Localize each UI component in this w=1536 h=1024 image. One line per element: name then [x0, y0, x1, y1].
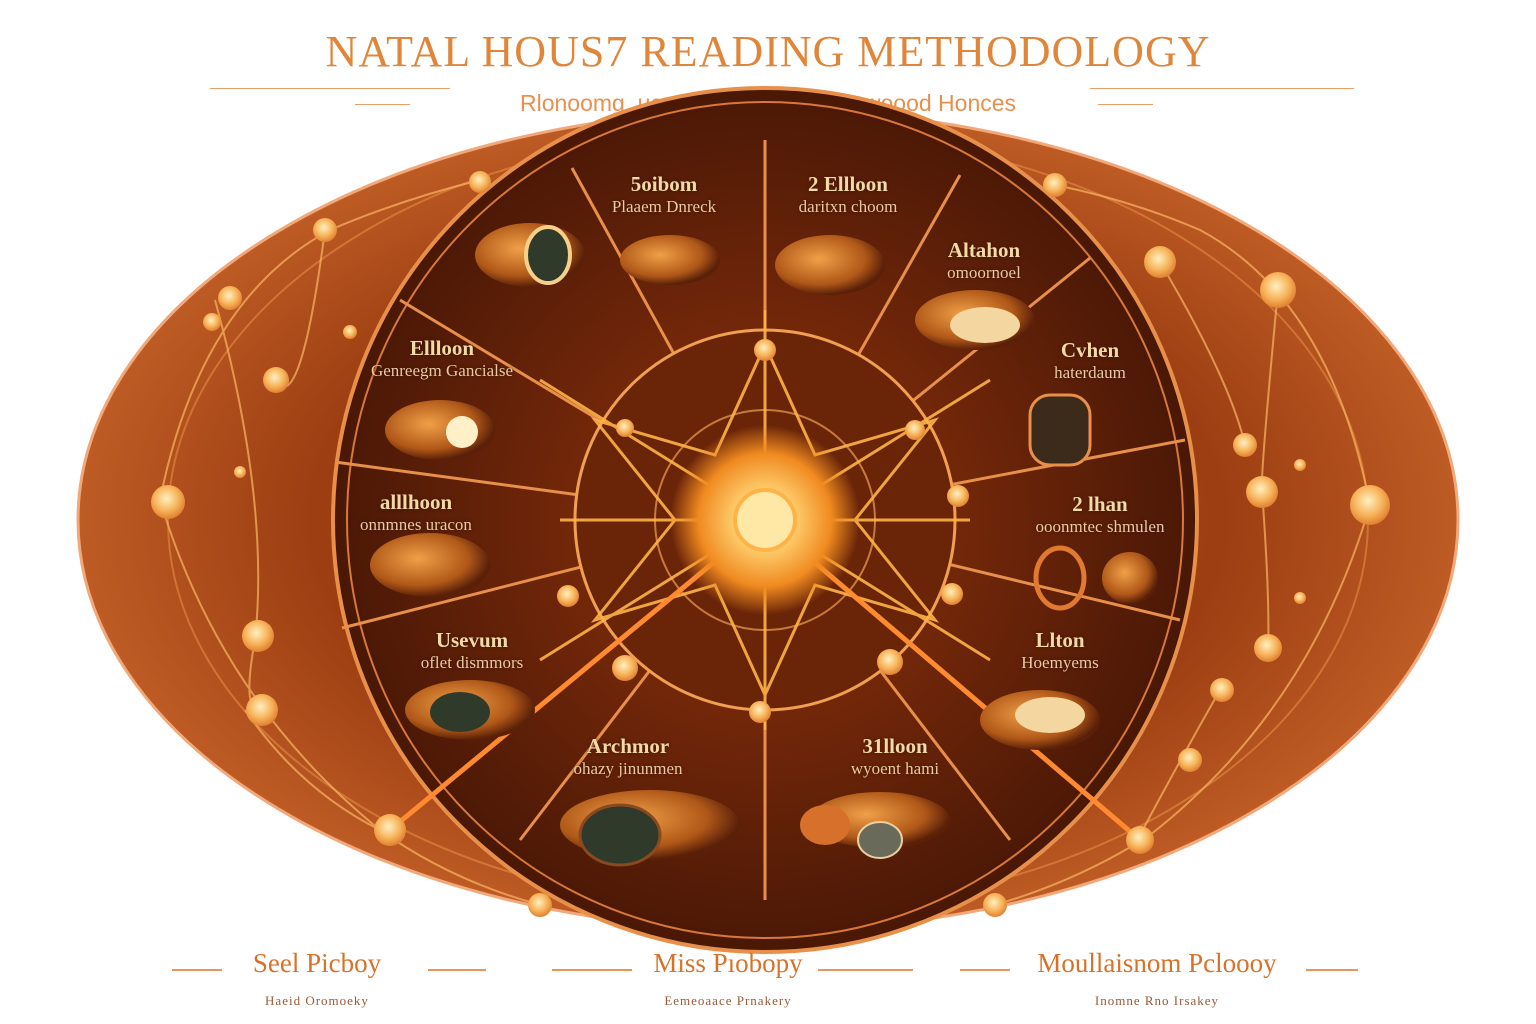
- footer-rule: [960, 969, 1010, 971]
- subtitle-rule-right: [1098, 104, 1153, 105]
- footer-item-3: Moullaisnom Pcloooy Inomne Rno Irsakey: [947, 948, 1367, 1009]
- footer-rule: [1306, 969, 1358, 971]
- house-name: 2 Ellloon: [808, 172, 888, 196]
- constellation-lines: [159, 179, 1371, 906]
- footer-title: Moullaisnom Pcloooy: [1037, 948, 1277, 978]
- footer-rule: [428, 969, 486, 971]
- house-label-5: 2 lhan ooonmtec shmulen: [1000, 492, 1200, 537]
- house-name: 5oibom: [630, 172, 698, 196]
- footer-rule: [552, 969, 632, 971]
- house-subtitle: haterdaum: [1054, 363, 1126, 382]
- footer-title: Seel Picboy: [252, 948, 382, 978]
- house-name: 2 lhan: [1072, 492, 1128, 516]
- footer-title: Miss Pıobopy: [653, 948, 803, 978]
- house-label-10: alllhoon onnmnes uracon: [316, 490, 516, 535]
- house-name: Archmor: [586, 734, 670, 758]
- house-name: Usevum: [435, 628, 509, 652]
- house-subtitle: oflet dismmors: [420, 653, 524, 672]
- house-subtitle: Plaaem Dnreck: [611, 197, 717, 216]
- house-name: Cvhen: [1060, 338, 1120, 362]
- title-rule-right: [1090, 88, 1354, 89]
- house-subtitle: ooonmtec shmulen: [1035, 517, 1165, 536]
- wheel-rim: [346, 101, 1184, 939]
- footer-subtitle: Eemeoaace Prnakery: [664, 993, 792, 1008]
- house-label-9: Usevum oflet dismmors: [372, 628, 572, 673]
- house-name: Ellloon: [409, 336, 475, 360]
- house-label-1: 5oibom Plaaem Dnreck: [564, 172, 764, 217]
- house-name: Altahon: [947, 238, 1021, 262]
- constellation-nodes: [151, 171, 1390, 917]
- house-label-7: 31lloon wyoent hami: [795, 734, 995, 779]
- sun-core: [733, 488, 797, 552]
- house-subtitle: ohazy jinunmen: [573, 759, 683, 778]
- footer-subtitle: Haeid Oromoeky: [265, 993, 369, 1008]
- house-label-11: Ellloon Genreegm Gancialse: [342, 336, 542, 381]
- house-name: Llton: [1035, 628, 1085, 652]
- title-rule-left: [210, 88, 450, 89]
- house-label-6: Llton Hoemyems: [960, 628, 1160, 673]
- house-subtitle: Hoemyems: [1021, 653, 1099, 672]
- footer-rule: [172, 969, 222, 971]
- footer-item-1: Seel Picboy Haeid Oromoeky: [107, 948, 527, 1009]
- house-illustrations: [370, 223, 1158, 867]
- house-label-8: Archmor ohazy jinunmen: [528, 734, 728, 779]
- subtitle-rule-left: [355, 104, 410, 105]
- page-title: NATAL HOUS7 READING METHODOLOGY: [325, 27, 1211, 76]
- house-label-4: Cvhen haterdaum: [990, 338, 1190, 383]
- house-label-3: Altahon omoornoel: [884, 238, 1084, 283]
- footer-subtitle: Inomne Rno Irsakey: [1094, 993, 1220, 1008]
- house-subtitle: daritxn choom: [798, 197, 898, 216]
- house-name: 31lloon: [862, 734, 928, 758]
- house-label-2: 2 Ellloon daritxn choom: [748, 172, 948, 217]
- house-subtitle: Genreegm Gancialse: [370, 361, 514, 380]
- house-subtitle: omoornoel: [947, 263, 1021, 282]
- house-subtitle: wyoent hami: [850, 759, 940, 778]
- house-subtitle: onnmnes uracon: [360, 515, 472, 534]
- footer-rule: [818, 969, 913, 971]
- house-name: alllhoon: [379, 490, 453, 514]
- footer-item-2: Miss Pıobopy Eemeoaace Prnakery: [518, 948, 938, 1009]
